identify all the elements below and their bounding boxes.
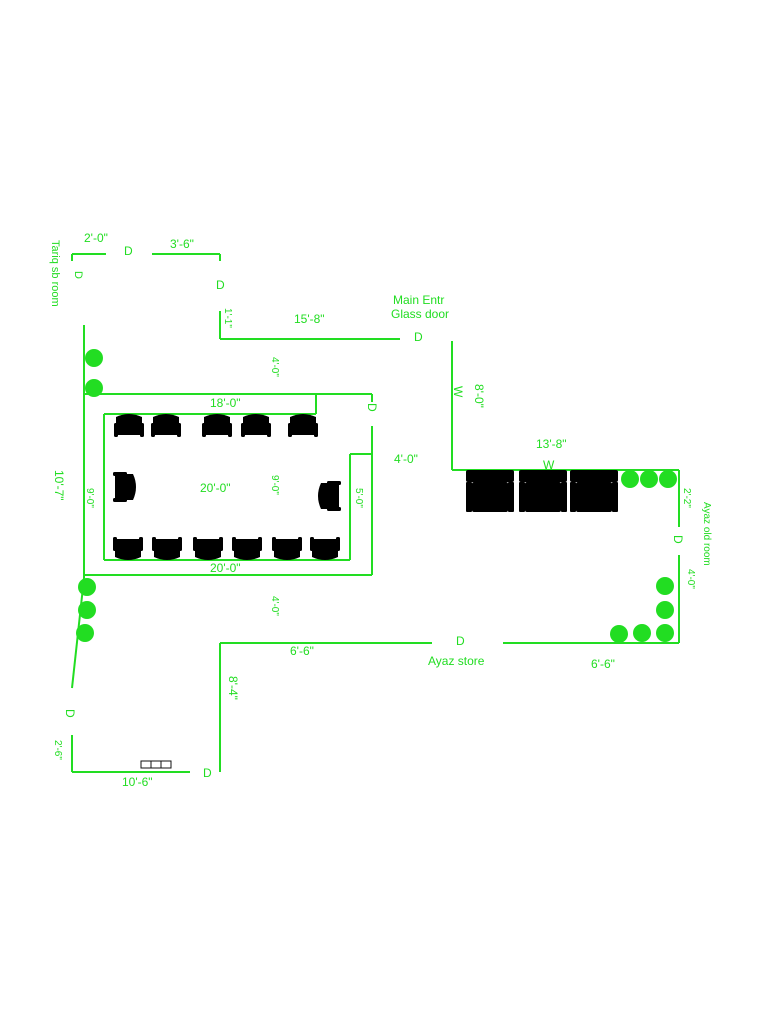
plant-marker [640,470,658,488]
main-entrance-label: Main Entr [393,293,444,307]
dim-label: 4'-0" [394,452,418,466]
chair-icon [288,414,318,437]
dim-label: 20'-0" [200,481,231,495]
door-marker: D [365,403,379,412]
door-marker: D [456,634,465,648]
chair-icon [151,414,181,437]
door-marker: D [203,766,212,780]
door-marker: D [671,535,685,544]
plant-marker [78,578,96,596]
dim-label: 3'-6" [170,237,194,251]
chair-icon [193,537,223,560]
dim-label: 10'-6" [122,775,153,789]
plant-marker [621,470,639,488]
dim-label: 8'-4" [226,676,240,700]
dim-label: 9'-0" [269,475,280,495]
dim-label: 4'-0" [685,569,696,589]
plant-marker [78,601,96,619]
armchair-icon [519,470,567,512]
door-marker: D [124,244,133,258]
plant-marker [610,625,628,643]
chair-icon [152,537,182,560]
room-label-ayaz-old: Ayaz old room [701,502,712,566]
dim-label: 6'-6" [290,644,314,658]
dim-label: 4'-0" [269,357,280,377]
chair-icon [272,537,302,560]
door-marker: D [414,330,423,344]
dim-label: 2'-0" [84,231,108,245]
dim-label: 1'-1" [222,308,233,328]
chair-icon [113,472,136,502]
dim-label: 4'-0" [269,596,280,616]
dim-label: 18'-0" [210,396,241,410]
dim-label: 2'-6" [52,740,63,760]
room-label-ayaz-store: Ayaz store [428,654,485,668]
dim-label: 5'-0" [353,488,364,508]
chair-icon [241,414,271,437]
window-marker: W [451,386,465,398]
chair-icon [318,481,341,511]
chair-icon [113,537,143,560]
lounge-chairs [466,470,618,512]
dim-label: 15'-8" [294,312,325,326]
plant-marker [656,624,674,642]
dim-label: 20'-0" [210,561,241,575]
plant-marker [85,349,103,367]
plant-marker [76,624,94,642]
labels: 2'-0" D 3'-6" D Tariq sb room D 1'-1" 15… [49,231,712,789]
dim-label: 8'-0" [472,384,486,408]
plant-marker [656,601,674,619]
dim-label: 6'-6" [591,657,615,671]
glass-door-label: Glass door [391,307,449,321]
plant-marker [659,470,677,488]
door-marker: D [63,709,77,718]
dim-label: 10'-7" [52,470,66,501]
walls [71,253,680,773]
window-marker: W [543,458,555,472]
chair-icon [114,414,144,437]
plant-marker [85,379,103,397]
dim-label: 2'-2" [681,488,692,508]
dim-label: 13'-8" [536,437,567,451]
small-cabinet-icon [140,760,172,769]
plant-marker [633,624,651,642]
armchair-icon [466,470,514,512]
chair-icon [202,414,232,437]
plants [76,349,677,643]
armchair-icon [570,470,618,512]
plant-marker [656,577,674,595]
room-label-tariq: Tariq sb room [49,240,61,307]
door-marker: D [216,278,225,292]
dim-label: 9'-0" [84,488,95,508]
chair-icon [232,537,262,560]
door-marker: D [72,271,84,279]
chair-icon [310,537,340,560]
